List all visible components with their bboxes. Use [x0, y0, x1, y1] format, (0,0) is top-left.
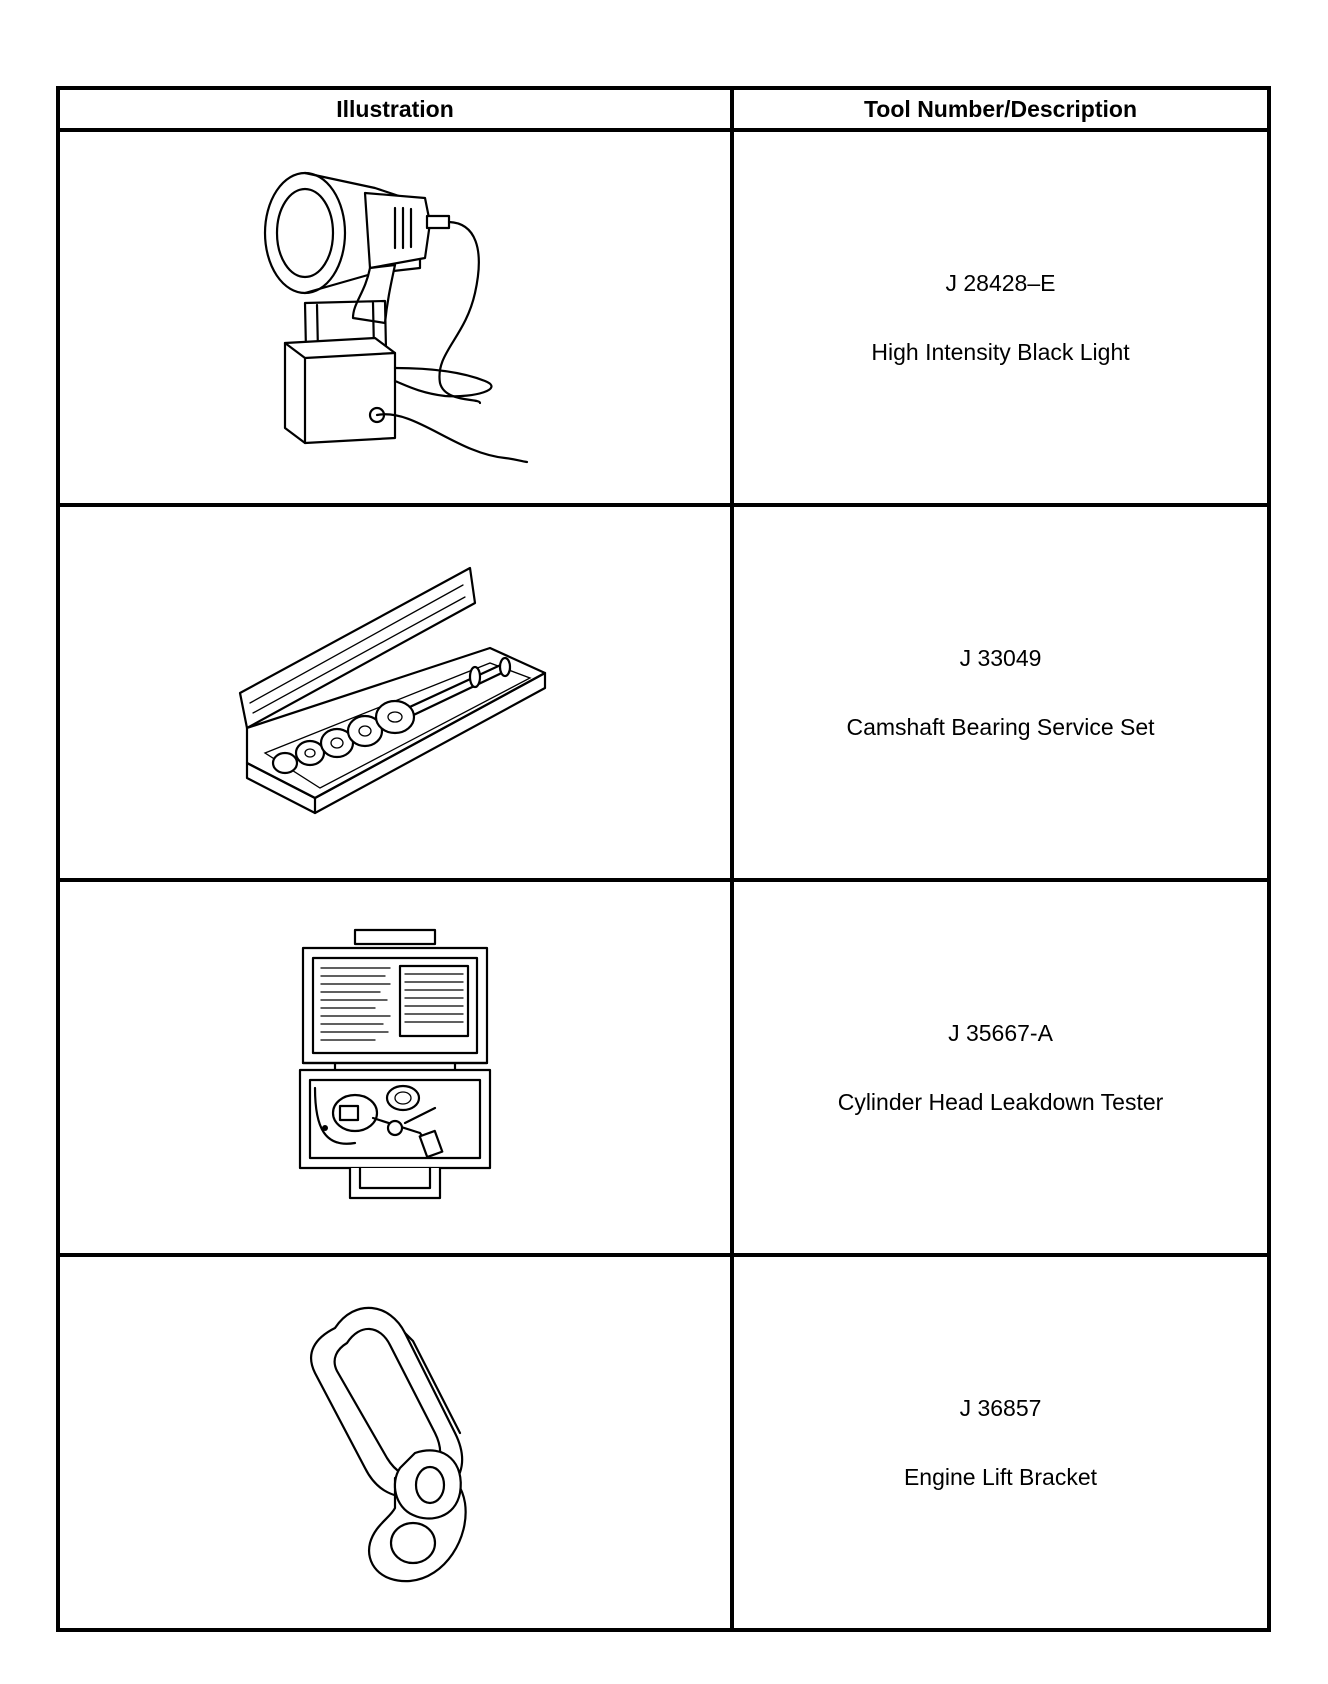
- header-illustration: Illustration: [56, 86, 734, 132]
- tool-description: Camshaft Bearing Service Set: [846, 713, 1155, 740]
- table-row: J 35667-A Cylinder Head Leakdown Tester: [56, 878, 1271, 1257]
- illustration-cell: [56, 128, 734, 507]
- tool-description-cell: J 36857 Engine Lift Bracket: [730, 1253, 1271, 1632]
- table-row: J 36857 Engine Lift Bracket: [56, 1253, 1271, 1632]
- illustration-cell: [56, 878, 734, 1257]
- leakdown-tester-illustration: [298, 928, 492, 1199]
- bearing-set-illustration: [238, 566, 547, 814]
- tool-number: J 36857: [959, 1394, 1042, 1421]
- illustration-cell: [56, 503, 734, 882]
- illustration-cell: [56, 1253, 734, 1632]
- table-row: J 28428–E High Intensity Black Light: [56, 128, 1271, 507]
- tool-description-cell: J 28428–E High Intensity Black Light: [730, 128, 1271, 507]
- black-light-illustration: [263, 171, 529, 463]
- lift-bracket-illustration: [309, 1306, 467, 1582]
- tool-number: J 33049: [959, 644, 1042, 671]
- tool-number: J 35667-A: [948, 1019, 1053, 1046]
- tool-description: High Intensity Black Light: [871, 338, 1130, 365]
- tool-description: Engine Lift Bracket: [903, 1463, 1098, 1490]
- tool-number: J 28428–E: [945, 269, 1056, 296]
- tool-description-cell: J 35667-A Cylinder Head Leakdown Tester: [730, 878, 1271, 1257]
- tool-description-cell: J 33049 Camshaft Bearing Service Set: [730, 503, 1271, 882]
- table-row: J 33049 Camshaft Bearing Service Set: [56, 503, 1271, 882]
- tool-description: Cylinder Head Leakdown Tester: [837, 1088, 1164, 1115]
- tools-table: Illustration Tool Number/Description: [56, 86, 1271, 1632]
- table-header-row: Illustration Tool Number/Description: [56, 86, 1271, 132]
- header-tool-description: Tool Number/Description: [730, 86, 1271, 132]
